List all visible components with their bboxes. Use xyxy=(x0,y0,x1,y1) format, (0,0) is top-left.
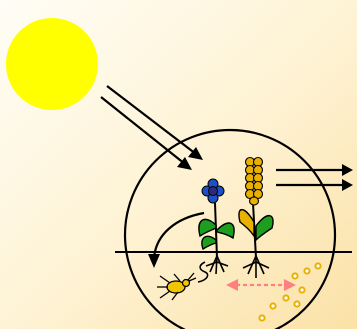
sun-icon xyxy=(6,18,98,110)
